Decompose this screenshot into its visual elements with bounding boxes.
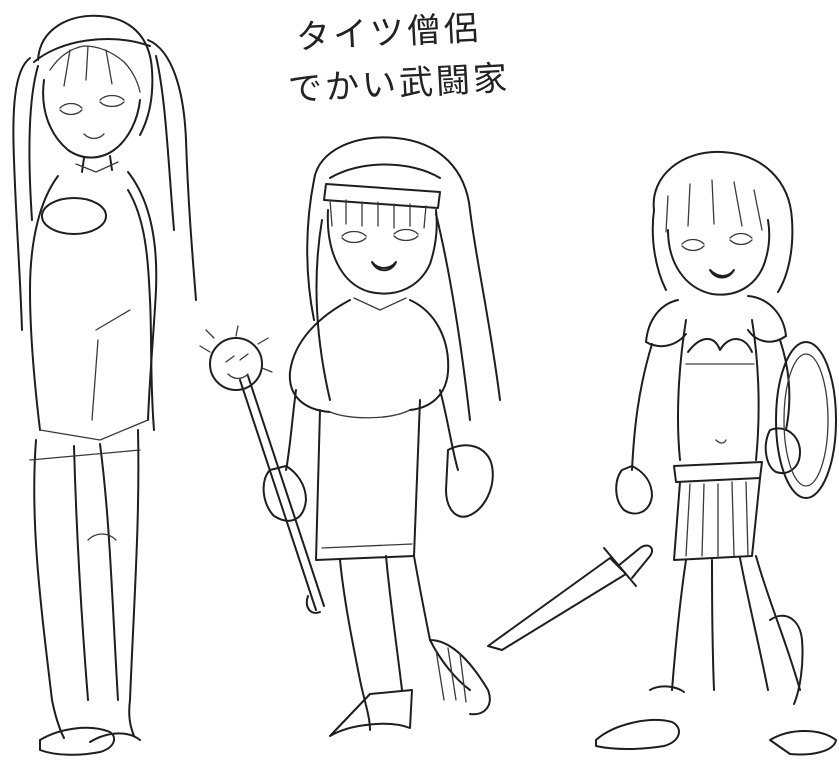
figure-twintail-girl xyxy=(12,14,197,756)
note-tights-priest: タイツ僧侶 xyxy=(295,8,482,58)
figure-martial-artist xyxy=(487,150,837,756)
figure-nun-priest xyxy=(199,136,501,737)
